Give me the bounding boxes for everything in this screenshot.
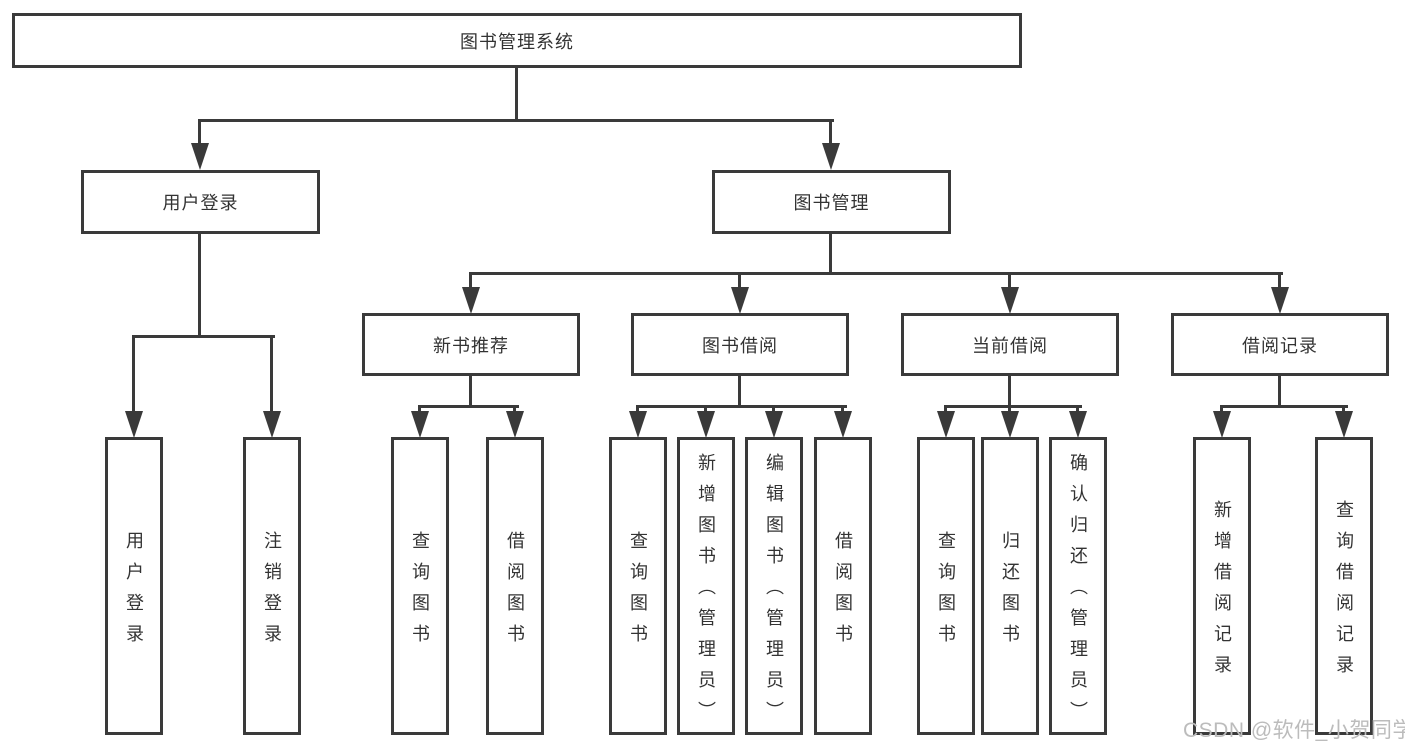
arrow-down-icon xyxy=(263,411,281,438)
connector-drop-leaf xyxy=(270,335,273,417)
node-book-management: 图书管理 xyxy=(712,170,951,234)
arrow-down-icon xyxy=(765,411,783,438)
connector-drop-book-borrow xyxy=(738,272,741,294)
connector-drop-new-book xyxy=(469,272,472,294)
connector-bar-borrow-records xyxy=(1220,405,1348,408)
leaf-label: 编辑图书（管理员） xyxy=(764,453,784,732)
leaf-borrow-books: 借阅图书 xyxy=(814,437,872,735)
leaf-label: 归还图书 xyxy=(1000,530,1020,655)
leaf-add-borrow-record: 新增借阅记录 xyxy=(1193,437,1251,735)
node-label: 图书借阅 xyxy=(702,335,778,356)
arrow-down-icon xyxy=(1335,411,1353,438)
connector-bar-new-book xyxy=(418,405,519,408)
connector-stem-user-login xyxy=(198,234,201,337)
leaf-return-books: 归还图书 xyxy=(981,437,1039,735)
arrow-down-icon xyxy=(125,411,143,438)
leaf-query-books: 查询图书 xyxy=(609,437,667,735)
leaf-query-books: 查询图书 xyxy=(391,437,449,735)
leaf-add-books-admin: 新增图书（管理员） xyxy=(677,437,735,735)
leaf-logout: 注销登录 xyxy=(243,437,301,735)
arrow-down-icon xyxy=(822,143,840,170)
connector-stem-book-management xyxy=(829,234,832,274)
node-label: 新书推荐 xyxy=(433,335,509,356)
arrow-down-icon xyxy=(1213,411,1231,438)
connector-bar-book-borrow xyxy=(636,405,847,408)
connector-bar-user-login xyxy=(132,335,275,338)
leaf-label: 用户登录 xyxy=(124,530,144,655)
leaf-user-login: 用户登录 xyxy=(105,437,163,735)
arrow-down-icon xyxy=(1001,287,1019,314)
leaf-label: 借阅图书 xyxy=(833,530,853,655)
connector-bar-current-borrow xyxy=(944,405,1082,408)
connector-stem-current-borrow xyxy=(1008,376,1011,407)
connector-bar-book-management xyxy=(469,272,1283,275)
leaf-label: 查询借阅记录 xyxy=(1334,499,1354,686)
node-user-login: 用户登录 xyxy=(81,170,320,234)
leaf-label: 新增图书（管理员） xyxy=(696,453,716,732)
arrow-down-icon xyxy=(834,411,852,438)
arrow-down-icon xyxy=(462,287,480,314)
arrow-down-icon xyxy=(697,411,715,438)
csdn-watermark: CSDN @软件_小贺同学 xyxy=(1183,719,1405,742)
connector-drop-borrow-records xyxy=(1278,272,1281,294)
arrow-down-icon xyxy=(506,411,524,438)
node-borrow-records: 借阅记录 xyxy=(1171,313,1389,376)
connector-stem-book-borrow xyxy=(738,376,741,407)
leaf-label: 确认归还（管理员） xyxy=(1068,453,1088,732)
connector-drop-current-borrow xyxy=(1008,272,1011,294)
node-label: 当前借阅 xyxy=(972,335,1048,356)
arrow-down-icon xyxy=(731,287,749,314)
connector-stem-root xyxy=(515,68,518,121)
node-library-system: 图书管理系统 xyxy=(12,13,1022,68)
arrow-down-icon xyxy=(1069,411,1087,438)
leaf-confirm-return-admin: 确认归还（管理员） xyxy=(1049,437,1107,735)
arrow-down-icon xyxy=(411,411,429,438)
node-label: 图书管理系统 xyxy=(460,31,574,52)
leaf-label: 查询图书 xyxy=(936,530,956,655)
node-label: 借阅记录 xyxy=(1242,335,1318,356)
arrow-down-icon xyxy=(191,143,209,170)
leaf-query-borrow-record: 查询借阅记录 xyxy=(1315,437,1373,735)
arrow-down-icon xyxy=(629,411,647,438)
node-label: 用户登录 xyxy=(162,193,239,213)
connector-drop-book-management xyxy=(829,119,832,151)
arrow-down-icon xyxy=(1001,411,1019,438)
leaf-edit-books-admin: 编辑图书（管理员） xyxy=(745,437,803,735)
leaf-borrow-books: 借阅图书 xyxy=(486,437,544,735)
node-current-borrowing: 当前借阅 xyxy=(901,313,1119,376)
node-new-book-recommend: 新书推荐 xyxy=(362,313,580,376)
leaf-label: 新增借阅记录 xyxy=(1212,499,1232,686)
connector-drop-user-login xyxy=(198,119,201,151)
node-book-borrowing: 图书借阅 xyxy=(631,313,849,376)
connector-stem-new-book xyxy=(469,376,472,407)
leaf-label: 查询图书 xyxy=(628,530,648,655)
connector-drop-leaf xyxy=(132,335,135,417)
leaf-label: 查询图书 xyxy=(410,530,430,655)
node-label: 图书管理 xyxy=(793,193,870,213)
connector-stem-borrow-records xyxy=(1278,376,1281,407)
leaf-query-books: 查询图书 xyxy=(917,437,975,735)
leaf-label: 注销登录 xyxy=(262,530,282,655)
connector-bar-root xyxy=(198,119,834,122)
leaf-label: 借阅图书 xyxy=(505,530,525,655)
arrow-down-icon xyxy=(937,411,955,438)
arrow-down-icon xyxy=(1271,287,1289,314)
